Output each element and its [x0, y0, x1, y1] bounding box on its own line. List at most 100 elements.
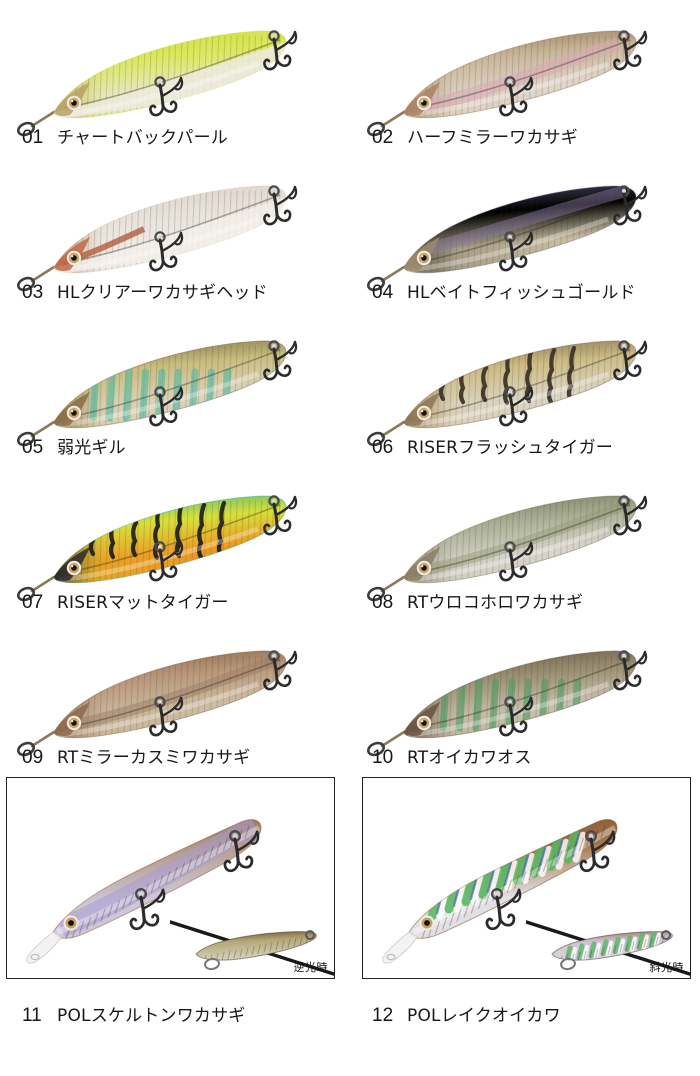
- lure-cell-05[interactable]: 05 弱光ギル: [0, 310, 350, 465]
- lure-head: [404, 547, 440, 581]
- treble-hook: [613, 495, 648, 536]
- inset-label-11: 逆光時: [293, 961, 328, 974]
- line-tie-wire: [367, 265, 406, 292]
- lure-stage-04: [350, 155, 700, 292]
- treble-hook: [499, 541, 534, 582]
- lure-number: 07: [22, 592, 44, 613]
- lure-stage-10: [350, 620, 700, 757]
- lure-number: 12: [372, 1005, 394, 1026]
- treble-hook: [499, 696, 534, 737]
- lure-color-name: RTミラーカスミワカサギ: [57, 748, 251, 768]
- treble-hook: [579, 830, 616, 873]
- treble-hook: [149, 76, 184, 117]
- lure-cell-02[interactable]: 02 ハーフミラーワカサギ: [350, 0, 700, 155]
- lure-color-name: POLスケルトンワカサギ: [57, 1006, 246, 1026]
- lure-inset-image-11: [170, 902, 334, 978]
- lure-cell-08[interactable]: 08 RTウロコホロワカサギ: [350, 465, 700, 620]
- lure-color-name: RISERマットタイガー: [57, 593, 229, 613]
- line-tie-wire: [17, 420, 56, 447]
- lure-stage-06: [350, 310, 700, 447]
- treble-hook: [263, 650, 298, 691]
- lure-number: 03: [22, 282, 44, 303]
- lure-stage-02: [350, 0, 700, 137]
- treble-hook: [149, 696, 184, 737]
- treble-hook: [613, 30, 648, 71]
- lure-head: [54, 237, 90, 271]
- diving-lip: [382, 931, 418, 964]
- line-tie-wire: [17, 265, 56, 292]
- lure-color-name: POLレイクオイカワ: [407, 1006, 561, 1026]
- lure-image-10: [367, 636, 674, 757]
- lure-stage-03: [0, 155, 350, 292]
- lure-image-11: [13, 782, 303, 964]
- lure-image-03: [17, 171, 324, 292]
- treble-hook: [149, 541, 184, 582]
- lure-photo-panel-11: 逆光時: [6, 777, 335, 979]
- lure-photo-panel-12: 斜光時: [362, 777, 691, 979]
- lure-color-name: ハーフミラーワカサギ: [407, 128, 578, 148]
- lure-color-name: RISERフラッシュタイガー: [407, 438, 613, 458]
- lure-cell-09[interactable]: 09 RTミラーカスミワカサギ: [0, 620, 350, 775]
- lure-image-06: [367, 326, 674, 447]
- lure-number: 08: [372, 592, 394, 613]
- treble-hook: [263, 185, 298, 226]
- lure-color-name: RTウロコホロワカサギ: [407, 593, 584, 613]
- lure-grid: 01 チャートバックパール: [0, 0, 700, 1026]
- lure-cell-12[interactable]: 斜光時 12 POLレイクオイカワ: [350, 775, 700, 1033]
- lure-caption-07: 07 RISERマットタイガー: [22, 588, 229, 614]
- lure-image-01: [17, 16, 324, 137]
- treble-hook: [149, 231, 184, 272]
- inset-label-12: 斜光時: [649, 961, 684, 974]
- lure-image-09: [17, 636, 324, 757]
- lure-stage-08: [350, 465, 700, 602]
- treble-hook: [499, 76, 534, 117]
- lure-color-name: HLベイトフィッシュゴールド: [407, 283, 636, 303]
- lure-image-02: [367, 16, 674, 137]
- lure-number: 01: [22, 127, 44, 148]
- lure-stage-09: [0, 620, 350, 757]
- line-tie-wire: [367, 420, 406, 447]
- lure-image-12: [369, 782, 659, 964]
- lure-stage-07: [0, 465, 350, 602]
- treble-hook: [263, 340, 298, 381]
- lure-head: [404, 392, 440, 426]
- lure-color-name: チャートバックパール: [57, 128, 228, 148]
- treble-hook: [149, 386, 184, 427]
- lure-cell-07[interactable]: 07 RISERマットタイガー: [0, 465, 350, 620]
- treble-hook: [613, 650, 648, 691]
- lure-head: [54, 82, 90, 116]
- line-tie-wire: [17, 575, 56, 602]
- treble-hook: [613, 340, 648, 381]
- lure-caption-12: 12 POLレイクオイカワ: [372, 1001, 561, 1027]
- lure-caption-08: 08 RTウロコホロワカサギ: [372, 588, 583, 614]
- treble-hook: [263, 495, 298, 536]
- lure-caption-09: 09 RTミラーカスミワカサギ: [22, 743, 250, 769]
- line-tie-wire: [367, 575, 406, 602]
- lure-image-07: [17, 481, 324, 602]
- lure-number: 02: [372, 127, 394, 148]
- lure-head: [54, 547, 90, 581]
- lure-caption-01: 01 チャートバックパール: [22, 123, 228, 149]
- treble-hook: [613, 185, 648, 226]
- lure-head: [404, 702, 440, 736]
- treble-hook: [223, 830, 260, 873]
- treble-hook: [485, 888, 522, 931]
- lure-number: 05: [22, 437, 44, 458]
- treble-hook: [129, 888, 166, 931]
- lure-cell-01[interactable]: 01 チャートバックパール: [0, 0, 350, 155]
- lure-color-name: 弱光ギル: [57, 438, 126, 458]
- lure-number: 09: [22, 747, 44, 768]
- lure-stage-05: [0, 310, 350, 447]
- lure-head: [54, 392, 90, 426]
